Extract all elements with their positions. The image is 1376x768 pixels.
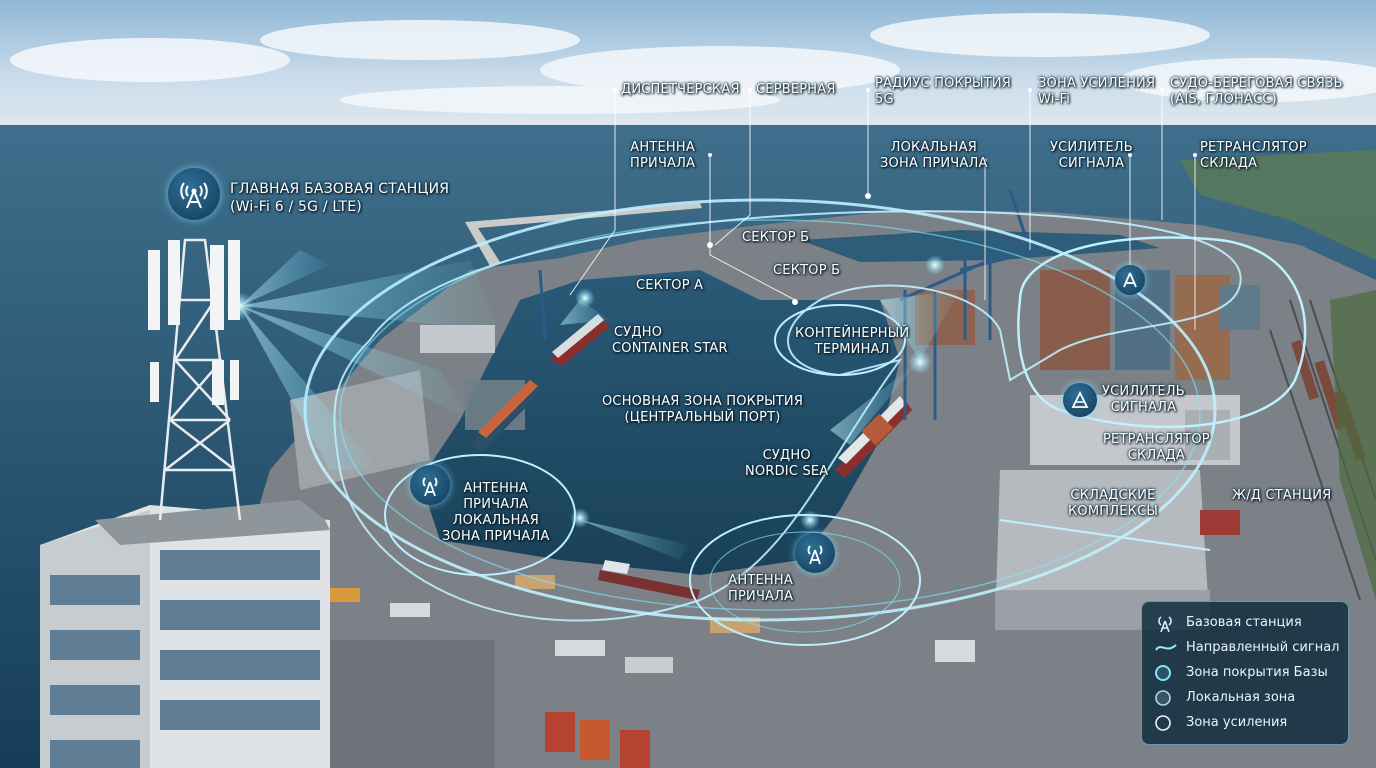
legend-label: Локальная зона <box>1186 690 1296 705</box>
inner-basin <box>800 230 1160 262</box>
label-sector-b1: СЕКТОР Б <box>742 230 810 245</box>
legend-label: Зона усиления <box>1186 715 1288 730</box>
green-area <box>1330 290 1376 600</box>
base-station-icon <box>1158 615 1172 632</box>
label-server: СЕРВЕРНАЯ <box>756 82 836 97</box>
leader-dots <box>613 88 1197 305</box>
legend-label: Направленный сигнал <box>1186 640 1340 655</box>
signal-beams <box>240 250 960 560</box>
inner-coverage-ring <box>333 210 1242 622</box>
label-rail-station: Ж/Д СТАНЦИЯ <box>1232 488 1332 503</box>
label-dispatch: ДИСПЕТЧЕРСКАЯ <box>621 82 740 97</box>
clouds <box>10 13 1376 114</box>
label-sector-b2: СЕКТОР Б <box>773 263 841 278</box>
legend-row-boost-zone: Зона усиления <box>1154 710 1348 735</box>
berth-antenna-icon-left <box>410 465 450 505</box>
legend-label: Зона покрытия Базы <box>1186 665 1328 680</box>
local-zone-ring-icon <box>1155 689 1171 706</box>
label-main-coverage: ОСНОВНАЯ ЗОНА ПОКРЫТИЯ(ЦЕНТРАЛЬНЫЙ ПОРТ) <box>602 394 804 425</box>
cranes <box>538 189 1041 420</box>
directional-signal-icon <box>1155 643 1177 651</box>
label-main-station: ГЛАВНАЯ БАЗОВАЯ СТАНЦИЯ(Wi-Fi 6 / 5G / L… <box>230 181 450 215</box>
signal-amplifier-icon-top <box>1115 265 1145 295</box>
leader-lines <box>569 92 1196 330</box>
main-station-icon <box>168 168 220 220</box>
tower-antennas <box>148 240 240 405</box>
boost-zone-ring-icon <box>1155 714 1171 731</box>
legend-row-directional-signal: Направленный сигнал <box>1154 635 1348 660</box>
legend-row-base-coverage: Зона покрытия Базы <box>1154 660 1348 685</box>
ship-bottom-dock <box>598 560 700 600</box>
map-legend: Базовая станция Направленный сигнал Зона… <box>1141 601 1349 745</box>
label-sector-a: СЕКТОР А <box>636 278 704 293</box>
container-terminal-ring <box>774 304 906 376</box>
legend-row-local-zone: Локальная зона <box>1154 685 1348 710</box>
main-building <box>40 500 330 768</box>
harbor-basin <box>420 270 900 575</box>
boost-zone-ring <box>1017 236 1307 429</box>
berth-antenna-icon-bottom <box>795 533 835 573</box>
far-shore <box>1180 150 1376 260</box>
signal-amplifier-icon-mid <box>1063 383 1097 417</box>
legend-row-base-station: Базовая станция <box>1154 610 1348 635</box>
ship-left-dock <box>470 380 545 452</box>
base-coverage-ring-icon <box>1155 664 1171 681</box>
ship-nordic-sea <box>835 396 912 478</box>
trucks <box>330 510 1240 768</box>
breakwater <box>465 203 702 266</box>
legend-label: Базовая станция <box>1186 615 1302 630</box>
ship-container-star <box>550 314 610 366</box>
label-ship-shore: СУДО-БЕРЕГОВАЯ СВЯЗЬ(AIS, ГЛОНАСС) <box>1170 76 1343 107</box>
